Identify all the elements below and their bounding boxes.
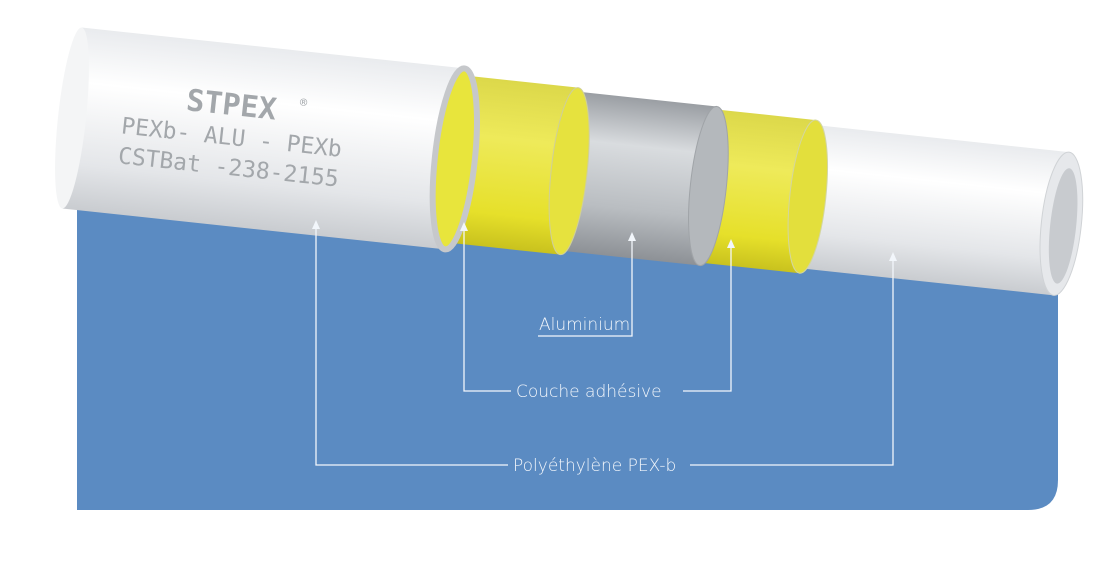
aluminium-layer	[560, 91, 717, 266]
adhesive-layer-outer	[700, 109, 816, 274]
callout-line-aluminium	[538, 238, 633, 337]
arrowheads	[312, 220, 897, 261]
outer-pex-edge	[429, 65, 480, 253]
callout-line-adhesive-left	[463, 228, 511, 392]
arrow-up-icon	[727, 239, 735, 248]
registered-mark: ®	[299, 95, 308, 110]
callout-line-pex-right	[690, 258, 894, 466]
callout-line-adhesive-right	[683, 245, 732, 392]
arrow-up-icon	[628, 232, 636, 241]
pipe: STPEX ® PEXb- ALU - PEXb CSTBat -238-215…	[55, 27, 1084, 296]
callout-line-pex-left	[315, 226, 508, 466]
adhesive-edge	[787, 119, 828, 274]
arrow-up-icon	[460, 222, 468, 231]
callouts	[315, 226, 894, 466]
label-adhesive: Couche adhésive	[516, 382, 662, 402]
aluminium-edge	[688, 105, 729, 267]
pipe-end-bore	[1048, 168, 1078, 284]
label-aluminium: Aluminium	[539, 315, 630, 335]
adhesive-edge	[548, 87, 590, 256]
arrow-up-icon	[889, 252, 897, 261]
outer-pex-layer	[62, 27, 465, 250]
inner-pex-layer	[800, 125, 1070, 296]
outer-pex-left-end	[55, 27, 89, 209]
arrow-up-icon	[312, 220, 320, 229]
blue-panel	[77, 200, 1058, 510]
label-polyethylene: Polyéthylène PEX-b	[513, 456, 676, 476]
